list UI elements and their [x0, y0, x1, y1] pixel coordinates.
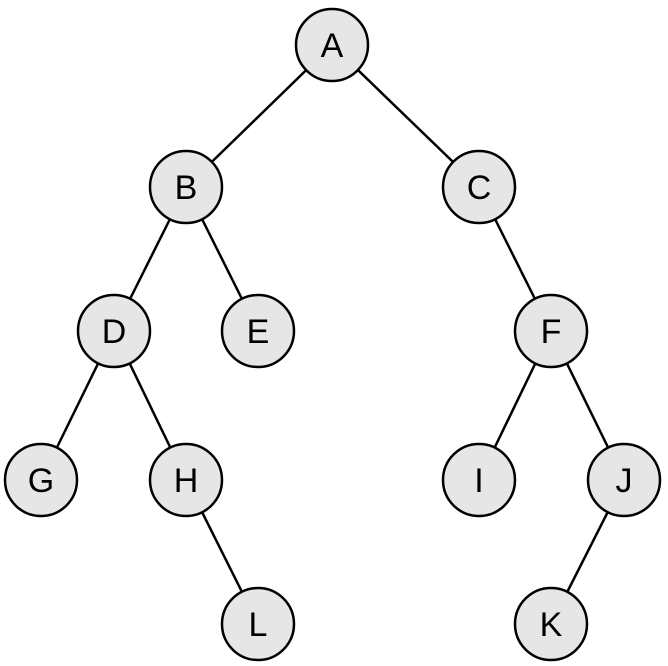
tree-node-e: E	[220, 293, 296, 369]
node-circle	[586, 442, 662, 518]
node-circle	[220, 586, 296, 662]
node-circle	[148, 442, 224, 518]
tree-node-j: J	[586, 442, 662, 518]
node-label: H	[174, 462, 199, 500]
node-circle	[3, 442, 79, 518]
node-circle	[513, 586, 589, 662]
tree-node-a: A	[294, 7, 370, 83]
node-circle	[513, 293, 589, 369]
tree-node-d: D	[76, 293, 152, 369]
node-label: G	[28, 462, 54, 500]
node-label: A	[321, 27, 344, 65]
node-circle	[441, 442, 517, 518]
tree-nodes: A B C D E F G H I J K L	[3, 7, 662, 662]
node-label: F	[541, 313, 562, 351]
node-circle	[76, 293, 152, 369]
tree-node-i: I	[441, 442, 517, 518]
tree-node-g: G	[3, 442, 79, 518]
node-circle	[220, 293, 296, 369]
node-label: E	[247, 313, 270, 351]
node-label: L	[249, 606, 268, 644]
node-circle	[148, 149, 224, 225]
tree-node-h: H	[148, 442, 224, 518]
tree-node-b: B	[148, 149, 224, 225]
node-label: K	[540, 606, 563, 644]
node-circle	[441, 149, 517, 225]
tree-node-k: K	[513, 586, 589, 662]
node-label: B	[175, 169, 198, 207]
node-label: C	[467, 169, 492, 207]
tree-node-c: C	[441, 149, 517, 225]
tree-node-f: F	[513, 293, 589, 369]
node-label: J	[616, 462, 633, 500]
node-circle	[294, 7, 370, 83]
tree-node-l: L	[220, 586, 296, 662]
node-label: D	[102, 313, 127, 351]
node-label: I	[474, 462, 483, 500]
